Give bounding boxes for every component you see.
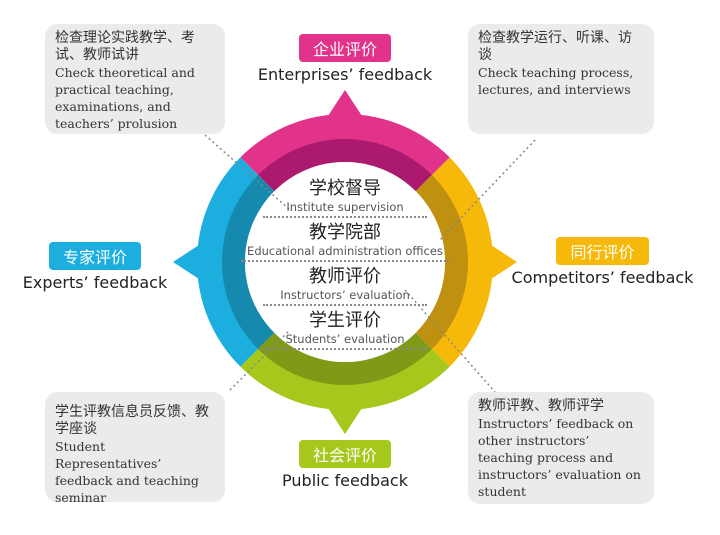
connector-line (229, 329, 291, 391)
tag-public: 社会评价 Public feedback (245, 440, 445, 490)
segment-competitors (431, 157, 493, 367)
box-bottom-left: 学生评教信息员反馈、教学座谈 Student Representatives’ … (45, 392, 225, 505)
center-list: 学校督导 Institute supervision 教学院部 Educatio… (241, 178, 449, 354)
center-en: Students’ evaluation (263, 332, 427, 350)
segment-public (240, 348, 450, 410)
box-bottom-right: 教师评教、教师评学 Instructors’ feedback on other… (468, 392, 654, 504)
center-zh: 教师评价 (309, 266, 381, 287)
box-en: Check teaching process, lectures, and in… (478, 65, 634, 97)
segment-experts (197, 157, 259, 367)
tag-zh: 社会评价 (298, 440, 391, 468)
box-zh: 教师评教、教师评学 (478, 398, 604, 414)
box-zh: 检查教学运行、听课、访谈 (478, 30, 632, 63)
tag-en: Experts’ feedback (22, 273, 168, 292)
tag-zh: 专家评价 (48, 242, 141, 270)
segment-experts-inner (222, 175, 275, 349)
connector-line (204, 134, 291, 211)
segment-competitors-inner (415, 175, 469, 349)
center-en: Educational administration offices (241, 244, 449, 262)
box-top-left: 检查理论实践教学、考试、教师试讲 Check theoretical and p… (45, 24, 225, 134)
center-zh: 教学院部 (309, 222, 381, 243)
center-en: Institute supervision (263, 200, 427, 218)
tag-en: Enterprises’ feedback (257, 65, 433, 84)
segment-public-inner (258, 332, 432, 385)
box-en: Check theoretical and practical teaching… (55, 65, 195, 131)
tag-competitors: 同行评价 Competitors’ feedback (500, 237, 705, 287)
tag-zh: 同行评价 (556, 237, 649, 265)
tag-en: Competitors’ feedback (511, 268, 694, 287)
box-top-right: 检查教学运行、听课、访谈 Check teaching process, lec… (468, 24, 654, 134)
box-zh: 学生评教信息员反馈、教学座谈 (55, 404, 209, 437)
center-circle (245, 162, 445, 362)
arrow-icon (486, 242, 517, 282)
box-zh: 检查理论实践教学、考试、教师试讲 (55, 30, 195, 63)
center-en: Instructors’ evaluation (263, 288, 427, 306)
arrow-icon (325, 403, 365, 434)
segment-enterprises-inner (258, 139, 432, 192)
arrow-icon (325, 90, 365, 121)
arrow-icon (173, 242, 204, 282)
tag-enterprises: 企业评价 Enterprises’ feedback (245, 34, 445, 84)
tag-zh: 企业评价 (298, 34, 391, 62)
tag-en: Public feedback (282, 471, 408, 490)
center-zh: 学校督导 (309, 178, 381, 199)
box-en: Instructors’ feedback on other instructo… (478, 416, 641, 499)
segment-enterprises (240, 114, 450, 176)
center-zh: 学生评价 (309, 310, 381, 331)
box-en: Student Representatives’ feedback and te… (55, 439, 199, 505)
tag-experts: 专家评价 Experts’ feedback (10, 242, 180, 292)
